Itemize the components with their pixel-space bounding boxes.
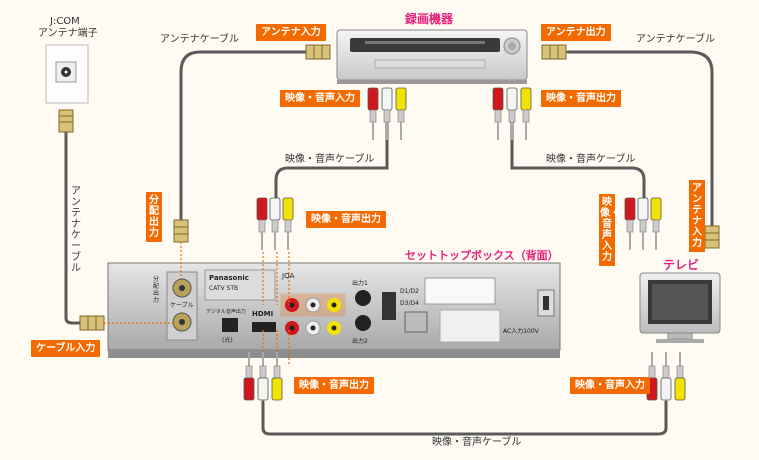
splitter-out-label: 分配出力 [146, 192, 162, 242]
antenna-cable-splitter-recorder [179, 50, 318, 227]
rca-set-recorder-in [367, 87, 407, 140]
rca-set-tv-side [624, 197, 662, 250]
rca-plug-sets [243, 87, 686, 401]
av-cable-label-left: 映像・音声ケーブル [285, 154, 375, 165]
f-plug-jcom [58, 109, 74, 133]
recorder-title: 録画機器 [405, 12, 454, 26]
f-plug-recorder-out [541, 44, 567, 60]
recorder-device [336, 29, 528, 84]
f-plug-splitter [173, 219, 189, 243]
rca-set-stb-top [256, 197, 294, 250]
cables [64, 50, 714, 436]
av-cable-stb-tv-bottom [261, 400, 668, 436]
antenna-in-tv-label: アンテナ入力 [689, 180, 705, 252]
rca-set-recorder-out [492, 87, 532, 140]
rca-set-stb-bottom [243, 352, 283, 401]
stb-back-panel [107, 262, 561, 358]
rca-set-tv-bottom [646, 352, 686, 401]
antenna-cable-label-vertical: アンテナケーブル [71, 186, 81, 274]
tv-title: テレビ [663, 258, 700, 272]
stb-av-out2-label: 出力2 [352, 338, 368, 345]
av-cable-recorder-stb [274, 120, 389, 200]
cable-in-label: ケーブル入力 [31, 340, 101, 357]
stb-model: CATV STB [209, 285, 239, 292]
stb-rca-jacks [280, 293, 346, 336]
stb-title: セットトップボックス（背面） [405, 249, 559, 262]
stb-hdmi-label: HDMI [252, 310, 274, 318]
tv-device [639, 272, 721, 343]
stb-brand: Panasonic [209, 274, 249, 282]
jcom-label-line1: J:COM [50, 16, 80, 27]
stb-jqa: JQA [282, 272, 295, 280]
stb-cable-port-label: ケーブル [170, 302, 194, 309]
stb-d-terminal-1: D1/D2 [400, 288, 419, 295]
antenna-in-recorder-label: アンテナ入力 [256, 24, 326, 41]
av-cable-label-right: 映像・音声ケーブル [546, 154, 636, 165]
stb-d-terminal-2: D3/D4 [400, 300, 419, 307]
f-plug-recorder-in [305, 44, 331, 60]
av-out-stb-bottom-label: 映像・音声出力 [294, 377, 374, 394]
stb-av-out1-label: 出力1 [352, 280, 368, 287]
antenna-cable-recorder-tv [566, 50, 714, 230]
antenna-cable-label-top-left: アンテナケーブル [160, 34, 239, 45]
stb-ac-label: AC入力100V [503, 328, 539, 335]
av-in-tv-vertical-label: 映像・音声入力 [599, 194, 620, 266]
antenna-cable-jcom-stb [64, 128, 88, 325]
av-in-tv-bottom-label: 映像・音声入力 [570, 377, 650, 394]
antenna-out-recorder-label: アンテナ出力 [541, 24, 611, 41]
jcom-wall-outlet [45, 44, 89, 104]
av-cable-label-bottom: 映像・音声ケーブル [432, 437, 522, 448]
av-out-stb-top-label: 映像・音声出力 [306, 211, 386, 228]
stb-splitter-port-label: 分配出力 [152, 276, 159, 304]
jcom-label-line2: アンテナ端子 [38, 28, 98, 39]
av-in-recorder-label: 映像・音声入力 [280, 90, 360, 107]
stb-digital-audio-label: デジタル音声出力 [206, 309, 246, 315]
av-out-recorder-label: 映像・音声出力 [541, 90, 621, 107]
stb-optical-label: (光) [222, 337, 233, 344]
f-plug-tv [704, 225, 720, 249]
antenna-cable-label-top-right: アンテナケーブル [636, 34, 715, 45]
av-cable-recorder-tv [510, 120, 646, 200]
f-plug-stb-cable [79, 315, 105, 331]
